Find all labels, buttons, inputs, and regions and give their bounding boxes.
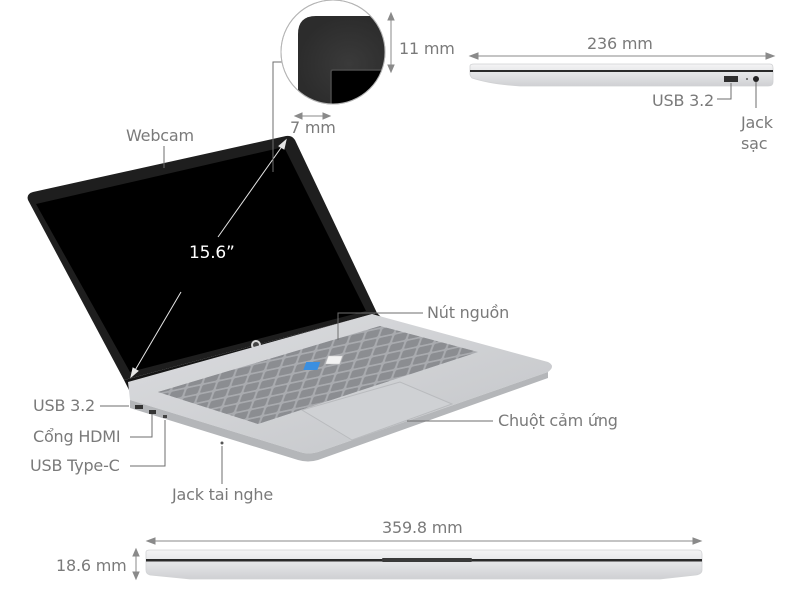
usb-c-label: USB Type-C [30,456,120,475]
width-arrow [145,537,703,545]
bezel-top-arrow [387,11,395,74]
webcam-label: Webcam [126,126,194,145]
screen-size-label: 15.6” [189,243,235,263]
usb-c-port [163,415,167,418]
side-charging-jack [753,76,759,82]
touchpad-label: Chuột cảm ứng [498,411,618,430]
width-dimension: 359.8 mm [382,518,463,537]
thickness-dimension: 18.6 mm [56,556,127,575]
bezel-top-dimension: 11 mm [399,39,455,58]
hdmi-label: Cổng HDMI [33,427,121,446]
depth-arrow [468,52,776,60]
bezel-zoom-callout [280,0,386,105]
depth-dimension: 236 mm [587,34,653,53]
front-view [132,537,703,581]
power-button-label: Nút nguồn [427,303,510,322]
bezel-side-arrow [293,112,332,120]
headphone-jack [220,441,224,445]
side-usb-port [724,76,738,82]
side-usb-label: USB 3.2 [652,91,714,110]
headphone-jack-label: Jack tai nghe [172,485,273,504]
charging-jack-label-line1: Jack [741,113,773,132]
left-usb-label: USB 3.2 [33,396,95,415]
hdmi-port [149,410,156,414]
charging-jack-label-line2: sạc [741,134,768,153]
bezel-side-dimension: 7 mm [290,118,336,137]
thickness-arrow [132,547,140,581]
laptop-base [128,314,552,462]
screen-diagonal-arrow [130,138,287,379]
laptop-lid [27,135,378,380]
touchpad [300,381,454,441]
leader-lines [100,61,493,484]
left-usb-port [135,405,143,409]
side-view [468,52,776,108]
